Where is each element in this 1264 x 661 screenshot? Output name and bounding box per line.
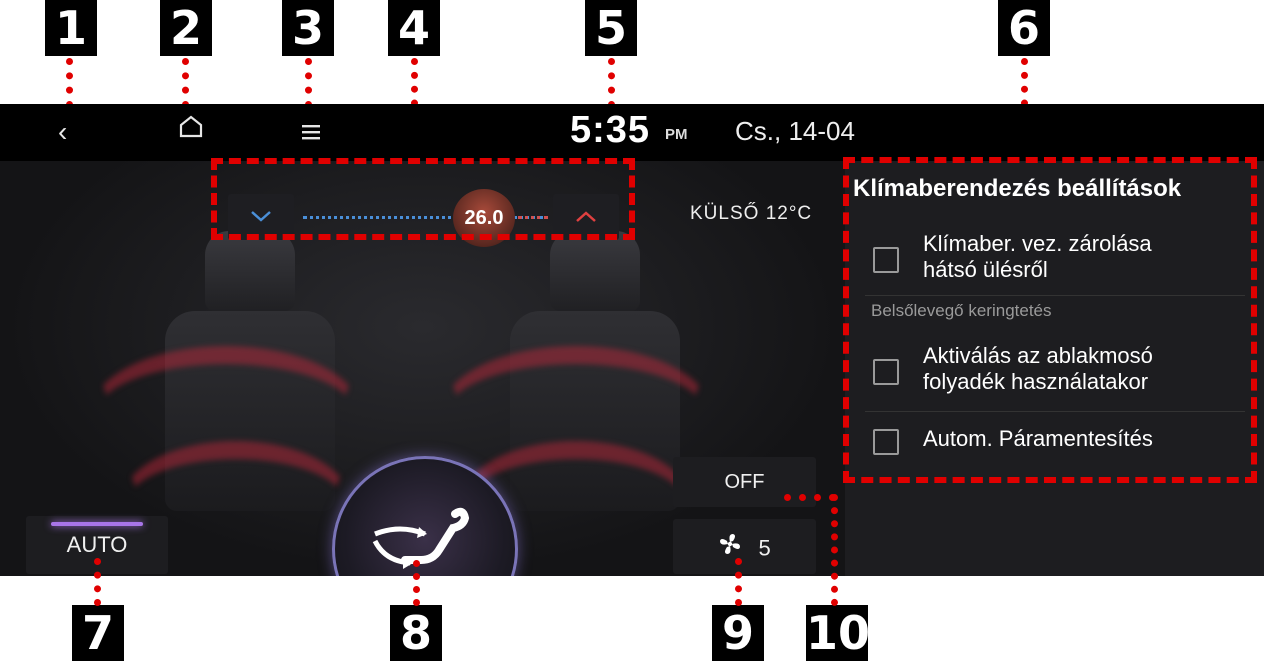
callout-line-9 [735, 558, 742, 606]
checkbox-washer-activation[interactable] [873, 359, 899, 385]
climate-settings-panel: Klímaberendezés beállítások Klímaber. ve… [845, 161, 1264, 576]
temp-up-button[interactable] [553, 194, 619, 240]
callout-6: 6 [998, 0, 1050, 56]
auto-label: AUTO [66, 532, 128, 557]
fan-icon [718, 521, 742, 576]
temperature-control: 26.0 [228, 189, 623, 247]
temp-slider-track-cool [303, 216, 543, 219]
callout-5: 5 [585, 0, 637, 56]
home-icon[interactable] [178, 114, 204, 147]
setting-rear-lock[interactable]: Klímaber. vez. zárolása hátsó ülésről [845, 231, 1245, 287]
callout-3: 3 [282, 0, 334, 56]
auto-indicator [51, 522, 143, 526]
outside-temp-value: 12°C [765, 203, 813, 224]
callout-8: 8 [390, 605, 442, 661]
air-direction-icon [372, 507, 470, 569]
menu-icon[interactable] [300, 118, 322, 150]
callout-9: 9 [712, 605, 764, 661]
setting-label: Klímaber. vez. zárolása hátsó ülésről [923, 231, 1152, 282]
section-label: Belsőlevegő keringtetés [871, 301, 1052, 320]
temp-down-button[interactable] [228, 194, 294, 240]
infotainment-screen: ‹ 5:35 PM Cs., 14-04 26.0 [0, 104, 1264, 576]
callout-line-3 [305, 58, 312, 108]
chevron-up-icon [576, 211, 596, 222]
back-chevron-icon[interactable]: ‹ [58, 116, 68, 147]
fan-level: 5 [758, 535, 771, 561]
callout-line-5 [608, 58, 615, 108]
callout-line-10-v [831, 494, 838, 606]
divider [865, 411, 1245, 412]
setting-label: Autom. Páramentesítés [923, 426, 1153, 451]
air-direction-dial[interactable] [332, 456, 518, 576]
left-seat-headrest [205, 231, 295, 311]
callout-line-10-h [784, 494, 836, 501]
setting-auto-defog[interactable]: Autom. Páramentesítés [845, 426, 1245, 456]
callout-10: 10 [806, 605, 871, 661]
setting-washer-activation[interactable]: Aktiválás az ablakmosó folyadék használa… [845, 343, 1245, 399]
temp-slider-track-warm [518, 216, 548, 219]
off-label: OFF [724, 471, 765, 493]
fan-speed-button[interactable]: 5 [673, 519, 816, 574]
outside-temperature: KÜLSŐ 12°C [690, 203, 812, 225]
chevron-down-icon [251, 211, 271, 222]
temp-slider-knob[interactable]: 26.0 [453, 189, 515, 247]
climate-view: 26.0 KÜLSŐ 12°C AUTO OFF [0, 161, 845, 576]
callout-4: 4 [388, 0, 440, 56]
clock-time: 5:35 [570, 109, 651, 151]
callout-7: 7 [72, 605, 124, 661]
callout-line-2 [182, 58, 189, 108]
callout-2: 2 [160, 0, 212, 56]
checkbox-rear-lock[interactable] [873, 247, 899, 273]
top-bar: ‹ 5:35 PM Cs., 14-04 [0, 104, 1264, 161]
callout-line-1 [66, 58, 73, 108]
right-seat-headrest [550, 231, 640, 311]
outside-label: KÜLSŐ [690, 203, 760, 224]
setting-label: Aktiválás az ablakmosó folyadék használa… [923, 343, 1153, 394]
date-display: Cs., 14-04 [735, 116, 855, 146]
callout-1: 1 [45, 0, 97, 56]
panel-title: Klímaberendezés beállítások [853, 175, 1182, 202]
callout-line-7 [94, 558, 101, 606]
clock-ampm: PM [665, 126, 688, 143]
divider [865, 295, 1245, 296]
checkbox-auto-defog[interactable] [873, 429, 899, 455]
callout-line-8 [413, 560, 420, 606]
